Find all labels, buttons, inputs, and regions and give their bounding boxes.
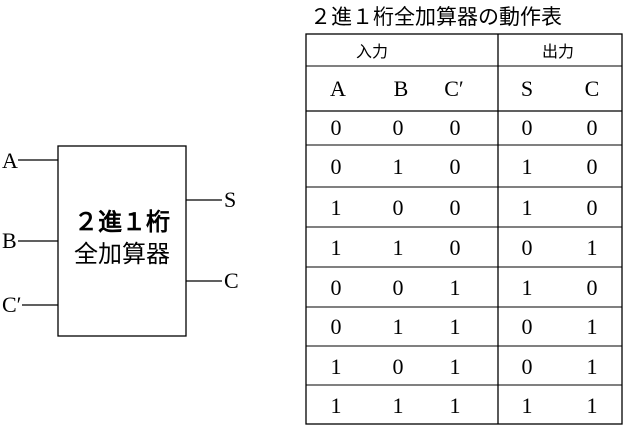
table-cell: 1 xyxy=(331,393,342,418)
table-cell: 1 xyxy=(587,314,598,339)
table-cell: 0 xyxy=(522,354,533,379)
adder-block-diagram: ２進１桁 全加算器 A B C′ S C xyxy=(2,145,239,337)
table-cell: 0 xyxy=(393,354,404,379)
table-cell: 1 xyxy=(587,393,598,418)
table-cell: 0 xyxy=(331,115,342,140)
table-cell: 1 xyxy=(331,195,342,220)
table-cell: 0 xyxy=(587,275,598,300)
table-cell: 0 xyxy=(393,115,404,140)
table-cell: 1 xyxy=(393,154,404,179)
table-cell: 1 xyxy=(522,393,533,418)
group-header-outputs: 出力 xyxy=(542,42,574,61)
table-cell: 1 xyxy=(331,354,342,379)
table-cell: 1 xyxy=(450,393,461,418)
table-border xyxy=(305,33,623,425)
table-cell: 1 xyxy=(522,195,533,220)
table-cell: 1 xyxy=(450,275,461,300)
group-header-inputs: 入力 xyxy=(356,42,388,61)
table-cell: 1 xyxy=(522,154,533,179)
table-cell: 1 xyxy=(331,235,342,260)
column-header-a: A xyxy=(330,76,346,101)
input-label-b: B xyxy=(2,228,17,253)
adder-box-title-line1: ２進１桁 xyxy=(74,208,170,236)
table-cell: 0 xyxy=(587,154,598,179)
table-cell: 1 xyxy=(393,314,404,339)
table-cell: 1 xyxy=(450,314,461,339)
output-label-s: S xyxy=(224,187,236,212)
column-header-b: B xyxy=(394,76,409,101)
table-cell: 0 xyxy=(393,275,404,300)
table-cell: 1 xyxy=(450,354,461,379)
truth-table: ２進１桁全加算器の動作表 入力 出力 A B C′ S C 0 0 0 0 0 … xyxy=(305,5,623,425)
table-cell: 1 xyxy=(587,235,598,260)
table-cell: 1 xyxy=(393,393,404,418)
column-header-c: C xyxy=(585,76,600,101)
table-cell: 0 xyxy=(393,195,404,220)
table-cell: 0 xyxy=(331,154,342,179)
table-cell: 1 xyxy=(587,354,598,379)
table-cell: 1 xyxy=(393,235,404,260)
table-cell: 0 xyxy=(587,195,598,220)
output-label-c: C xyxy=(224,268,239,293)
table-cell: 0 xyxy=(331,275,342,300)
table-cell: 0 xyxy=(587,115,598,140)
column-header-s: S xyxy=(521,76,533,101)
table-cell: 0 xyxy=(522,235,533,260)
table-cell: 0 xyxy=(331,314,342,339)
column-header-c-prime: C′ xyxy=(444,76,464,101)
table-cell: 0 xyxy=(522,314,533,339)
adder-box-title-line2: 全加算器 xyxy=(74,240,170,268)
table-cell: 0 xyxy=(450,195,461,220)
input-label-a: A xyxy=(2,148,18,173)
table-cell: 0 xyxy=(450,154,461,179)
table-cell: 0 xyxy=(522,115,533,140)
table-title: ２進１桁全加算器の動作表 xyxy=(310,5,562,29)
table-cell: 0 xyxy=(450,115,461,140)
input-label-c-prime: C′ xyxy=(2,292,22,317)
table-cell: 0 xyxy=(450,235,461,260)
table-cell: 1 xyxy=(522,275,533,300)
